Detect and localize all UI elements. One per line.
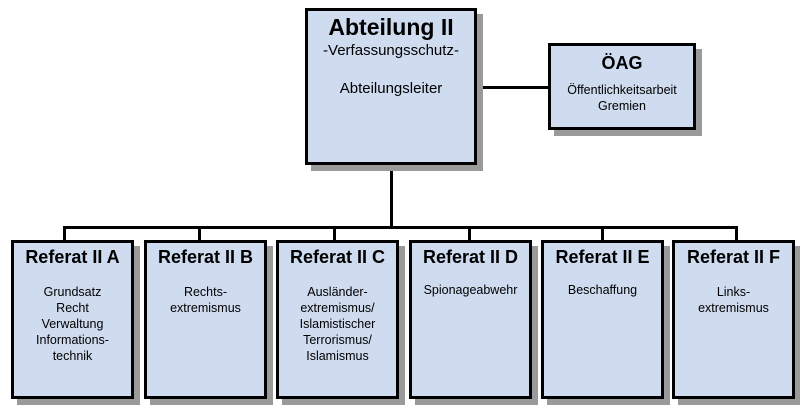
referat-title: Referat II B — [157, 247, 254, 267]
referat-line: Verwaltung — [41, 317, 104, 331]
referat-box-b: Referat II B Rechts- extremismus — [144, 240, 267, 399]
connector-head-down — [390, 165, 393, 227]
referat-title: Referat II D — [422, 247, 519, 267]
referat-line: Links- — [716, 285, 751, 299]
referat-line: Islamistischer — [299, 317, 376, 331]
department-title: Abteilung II — [328, 14, 454, 40]
referat-box-d: Referat II D Spionageabwehr — [409, 240, 532, 399]
staff-unit-line: Öffentlichkeitsarbeit — [567, 83, 677, 97]
referat-line: Ausländer- — [307, 285, 368, 299]
referat-box-a: Referat II A Grundsatz Recht Verwaltung … — [11, 240, 134, 399]
connector-drop-e — [601, 226, 604, 241]
connector-drop-c — [333, 226, 336, 241]
referat-line: Spionageabwehr — [423, 283, 518, 297]
referat-description: Beschaffung — [544, 282, 661, 298]
staff-unit-box: ÖAG Öffentlichkeitsarbeit Gremien — [548, 43, 696, 130]
department-leader: Abteilungsleiter — [339, 80, 443, 97]
referat-description: Ausländer- extremismus/ Islamistischer T… — [279, 284, 396, 364]
referat-line: Beschaffung — [567, 283, 638, 297]
referat-line: extremismus — [170, 301, 241, 315]
referat-line: Terrorismus/ — [303, 333, 372, 347]
referat-title: Referat II F — [686, 247, 781, 267]
referat-box-f: Referat II F Links- extremismus — [672, 240, 795, 399]
referat-line: Grundsatz — [43, 285, 102, 299]
referat-title: Referat II A — [25, 247, 120, 267]
referat-title: Referat II C — [289, 247, 386, 267]
referat-line: Recht — [56, 301, 89, 315]
staff-unit-title: ÖAG — [601, 53, 643, 73]
referat-box-c: Referat II C Ausländer- extremismus/ Isl… — [276, 240, 399, 399]
referat-line: technik — [52, 349, 93, 363]
connector-horizontal-bus — [63, 226, 738, 229]
connector-drop-a — [63, 226, 66, 241]
referat-description: Rechts- extremismus — [147, 284, 264, 316]
referat-title: Referat II E — [555, 247, 650, 267]
connector-head-to-staff — [477, 86, 548, 89]
connector-drop-d — [468, 226, 471, 241]
connector-drop-b — [198, 226, 201, 241]
referat-line: Rechts- — [183, 285, 228, 299]
referat-description: Grundsatz Recht Verwaltung Informations-… — [14, 284, 131, 364]
referat-line: extremismus/ — [300, 301, 375, 315]
department-head-box: Abteilung II -Verfassungsschutz- Abteilu… — [305, 8, 477, 165]
referat-line: extremismus — [698, 301, 769, 315]
connector-drop-f — [735, 226, 738, 241]
referat-description: Links- extremismus — [675, 284, 792, 316]
referat-description: Spionageabwehr — [412, 282, 529, 298]
referat-box-e: Referat II E Beschaffung — [541, 240, 664, 399]
staff-unit-description: Öffentlichkeitsarbeit Gremien — [551, 82, 693, 114]
staff-unit-line: Gremien — [598, 99, 646, 113]
referat-line: Informations- — [36, 333, 109, 347]
department-subtitle: -Verfassungsschutz- — [323, 42, 459, 59]
referat-line: Islamismus — [306, 349, 369, 363]
